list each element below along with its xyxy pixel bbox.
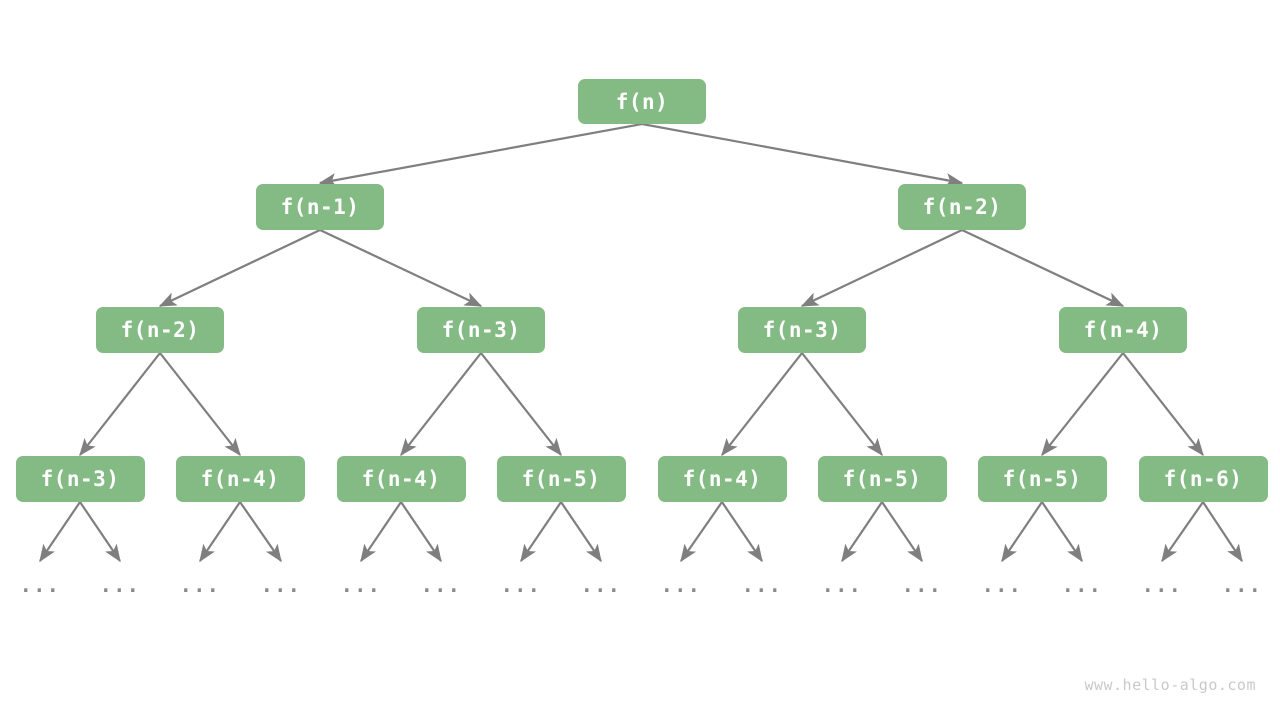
tree-node: f(n-4): [1059, 307, 1187, 353]
leaf-stub-edge: [1041, 501, 1083, 563]
tree-node: f(n-3): [738, 307, 866, 353]
tree-node: f(n-6): [1138, 456, 1268, 502]
tree-edge: [961, 229, 1125, 307]
ellipsis-mark: ...: [99, 573, 141, 597]
ellipsis-mark: ...: [981, 573, 1023, 597]
tree-node: f(n-2): [898, 184, 1026, 230]
ellipsis-mark: ...: [500, 573, 542, 597]
tree-node: f(n-4): [175, 456, 305, 502]
leaf-stub-edge: [360, 501, 402, 563]
tree-edge: [800, 229, 963, 307]
tree-edge: [400, 352, 482, 457]
tree-edge: [159, 352, 241, 457]
tree-edge: [480, 352, 562, 457]
tree-node: f(n-3): [15, 456, 145, 502]
tree-node: f(n-5): [817, 456, 947, 502]
watermark: www.hello-algo.com: [1084, 676, 1256, 694]
tree-edge: [641, 122, 964, 187]
tree-edge: [79, 352, 161, 457]
leaf-stub-edge: [239, 501, 282, 563]
ellipsis-mark: ...: [660, 573, 702, 597]
leaf-stub-edge: [1202, 501, 1243, 563]
tree-edge: [721, 352, 803, 457]
leaf-stub-edge: [520, 501, 562, 563]
ellipsis-mark: ...: [1061, 573, 1103, 597]
tree-edge: [801, 352, 883, 457]
tree-edge: [158, 229, 321, 307]
leaf-stub-edge: [39, 501, 81, 563]
ellipsis-mark: ...: [260, 573, 302, 597]
tree-edge: [1122, 352, 1204, 457]
leaf-stub-edge: [79, 501, 121, 563]
tree-edge: [1041, 352, 1124, 457]
tree-node: f(n-5): [977, 456, 1107, 502]
tree-edge: [319, 229, 483, 307]
leaf-stub-edge: [841, 501, 883, 563]
leaf-stub-edge: [199, 501, 241, 563]
ellipsis-mark: ...: [741, 573, 783, 597]
ellipsis-mark: ...: [1141, 573, 1183, 597]
ellipsis-mark: ...: [340, 573, 382, 597]
leaf-stub-edge: [1001, 501, 1043, 563]
leaf-stub-edge: [1161, 501, 1204, 563]
ellipsis-mark: ...: [821, 573, 863, 597]
ellipsis-mark: ...: [1221, 573, 1263, 597]
leaf-stub-edge: [400, 501, 442, 563]
ellipsis-mark: ...: [19, 573, 61, 597]
ellipsis-mark: ...: [901, 573, 943, 597]
leaf-stub-edge: [560, 501, 602, 563]
tree-edge: [318, 122, 643, 187]
tree-node: f(n-2): [96, 307, 224, 353]
tree-node: f(n): [578, 79, 706, 124]
tree-node: f(n-3): [417, 307, 545, 353]
leaf-stub-edge: [721, 501, 763, 563]
tree-node: f(n-4): [336, 456, 466, 502]
tree-edges: [79, 122, 1204, 457]
ellipsis-mark: ...: [179, 573, 221, 597]
leaf-stub-edge: [680, 501, 723, 563]
ellipsis-mark: ...: [420, 573, 462, 597]
tree-node: f(n-1): [256, 184, 384, 230]
tree-node: f(n-4): [657, 456, 787, 502]
leaf-stub-edges: [39, 501, 1243, 563]
tree-node: f(n-5): [496, 456, 626, 502]
leaf-stub-edge: [881, 501, 923, 563]
ellipsis-mark: ...: [580, 573, 622, 597]
